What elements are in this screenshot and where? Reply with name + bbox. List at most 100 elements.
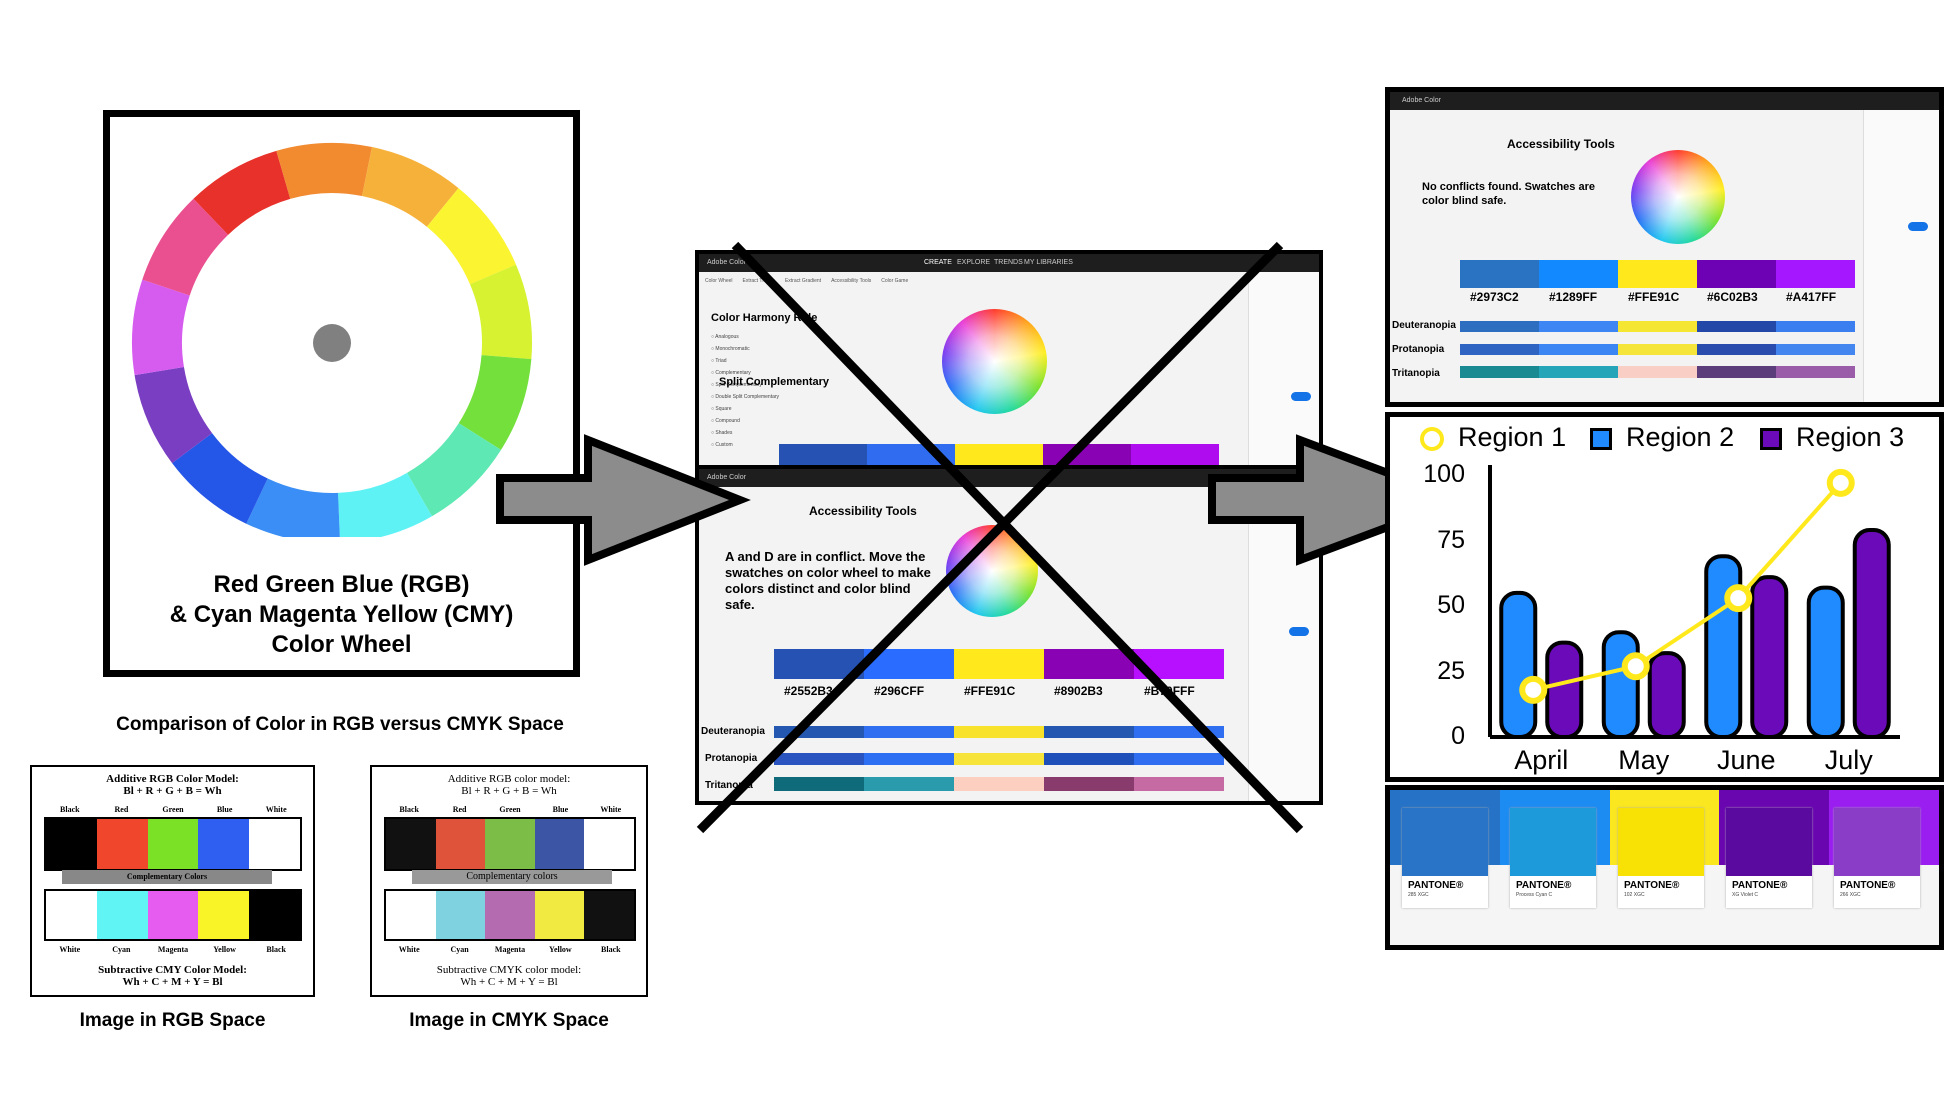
- wheel-title-line2: & Cyan Magenta Yellow (CMY): [169, 601, 514, 628]
- pantone-chip: PANTONE®102 XGC: [1618, 808, 1704, 908]
- swatch-label: Black: [266, 945, 286, 954]
- swatch: [1697, 321, 1776, 332]
- line-point-region-1: [1519, 675, 1548, 704]
- color-swatch: [46, 819, 97, 869]
- row-tritanopia-2: Tritanopia: [1392, 368, 1440, 379]
- pantone-swatch: [1834, 808, 1920, 876]
- pantone-brand: PANTONE®: [1516, 880, 1572, 891]
- swatch: [1460, 344, 1539, 355]
- color-wheel: [132, 143, 532, 537]
- legend-marker: [1420, 426, 1444, 451]
- save-button-3[interactable]: [1908, 222, 1928, 231]
- x-tick-label: May: [1618, 745, 1670, 775]
- color-swatch: [46, 891, 97, 939]
- cmyk-caption: Image in CMYK Space: [409, 1010, 609, 1031]
- color-swatch: [584, 891, 634, 939]
- swatch-label: Magenta: [494, 945, 526, 954]
- pantone-swatch: [1618, 808, 1704, 876]
- swatch-row-3[interactable]: [1460, 260, 1855, 288]
- cmyk-foot2: Wh + C + M + Y = Bl: [460, 976, 558, 988]
- wheel-segment: [134, 367, 213, 464]
- color-swatch: [485, 819, 535, 869]
- legend-item: Region 3: [1760, 422, 1904, 453]
- cmyk-title1: Additive RGB color model:: [447, 773, 571, 785]
- color-swatch: [534, 891, 585, 939]
- x-tick-label: April: [1514, 745, 1569, 775]
- hex-value: #FFE91C: [1628, 290, 1680, 304]
- accessibility-wheel-2[interactable]: [1631, 150, 1725, 244]
- pantone-code: XG Violet C: [1732, 892, 1759, 898]
- library-sidebar-3: [1863, 110, 1939, 402]
- wheel-segment: [469, 264, 532, 360]
- bar-region-2: [1601, 630, 1640, 739]
- pantone-brand: PANTONE®: [1732, 880, 1788, 891]
- legend-item: Region 1: [1420, 422, 1566, 453]
- bar-region-2: [1499, 590, 1538, 739]
- color-swatch: [96, 819, 148, 869]
- swatch: [1776, 344, 1855, 355]
- pantone-chip: PANTONE®Process Cyan C: [1510, 808, 1596, 908]
- right-top-screen: Adobe Color Accessibility Tools No confl…: [1385, 87, 1944, 407]
- cmyk-bottom-strip: [384, 889, 636, 941]
- tritanopia-row-2: [1460, 366, 1855, 378]
- wheel-segment: [193, 150, 291, 235]
- cmyk-complementary-bar: Complementary colors: [412, 870, 612, 884]
- cmyk-title2: Bl + R + G + B = Wh: [461, 785, 557, 797]
- bar-region-3: [1852, 528, 1891, 739]
- rgb-caption: Image in RGB Space: [79, 1010, 266, 1031]
- y-tick-label: 0: [1451, 722, 1465, 750]
- color-swatch: [386, 891, 436, 939]
- color-swatch: [96, 891, 148, 939]
- pantone-code: 285 XGC: [1408, 892, 1429, 898]
- x-tick-label: June: [1716, 745, 1776, 775]
- row-deuteranopia-2: Deuteranopia: [1392, 320, 1456, 331]
- rgb-top-strip: [44, 817, 302, 871]
- swatch: [1697, 366, 1776, 378]
- wheel-segment: [407, 423, 502, 517]
- swatch-label: Cyan: [450, 945, 469, 954]
- color-swatch: [534, 819, 585, 869]
- swatch: [1697, 344, 1776, 355]
- swatch: [1697, 260, 1776, 288]
- wheel-segment: [338, 472, 432, 537]
- wheel-segment: [172, 433, 268, 524]
- swatch: [1618, 344, 1697, 355]
- color-swatch: [249, 891, 300, 939]
- bar-region-3: [1750, 575, 1789, 739]
- y-tick-label: 75: [1437, 525, 1465, 554]
- y-tick-label: 50: [1437, 591, 1465, 619]
- color-swatch: [435, 891, 486, 939]
- swatch: [1539, 344, 1618, 355]
- row-protanopia-2: Protanopia: [1392, 344, 1445, 355]
- swatch-label: Red: [114, 805, 129, 814]
- pantone-chip: PANTONE®285 XGC: [1402, 808, 1488, 908]
- pantone-brand: PANTONE®: [1840, 880, 1896, 891]
- color-swatch: [485, 891, 535, 939]
- color-swatch: [249, 819, 300, 869]
- swatch-label: Green: [162, 805, 184, 814]
- wheel-segment: [132, 279, 190, 376]
- swatch: [1539, 366, 1618, 378]
- x-tick-label: July: [1824, 745, 1873, 775]
- bar-region-2: [1806, 585, 1845, 739]
- no-conflict-message: No conflicts found. Swatches are color b…: [1422, 181, 1595, 207]
- line-point-region-1: [1621, 652, 1650, 681]
- pantone-chip: PANTONE®XG Violet C: [1726, 808, 1812, 908]
- chart-panel: Region 1 Region 2 Region 3 0 25 50 75 100 Apri…: [1385, 412, 1944, 782]
- y-tick-label: 25: [1437, 656, 1465, 685]
- legend-item: Region 2: [1590, 422, 1734, 453]
- y-tick-label: 100: [1423, 460, 1465, 488]
- wheel-segment: [426, 188, 516, 285]
- hex-value: #1289FF: [1549, 290, 1598, 304]
- color-swatch: [584, 819, 634, 869]
- swatch-label: Black: [60, 805, 80, 814]
- wheel-title-line3: Color Wheel: [271, 631, 412, 658]
- pantone-swatch: [1402, 808, 1488, 876]
- color-wheel-panel: Red Green Blue (RGB) & Cyan Magenta Yell…: [103, 110, 580, 677]
- swatch-label: Yellow: [213, 945, 236, 954]
- bar-region-2: [1704, 554, 1743, 739]
- hex-value: #A417FF: [1786, 290, 1837, 304]
- rgb-title1: Additive RGB Color Model:: [106, 773, 239, 785]
- legend-label: Region 3: [1796, 422, 1905, 452]
